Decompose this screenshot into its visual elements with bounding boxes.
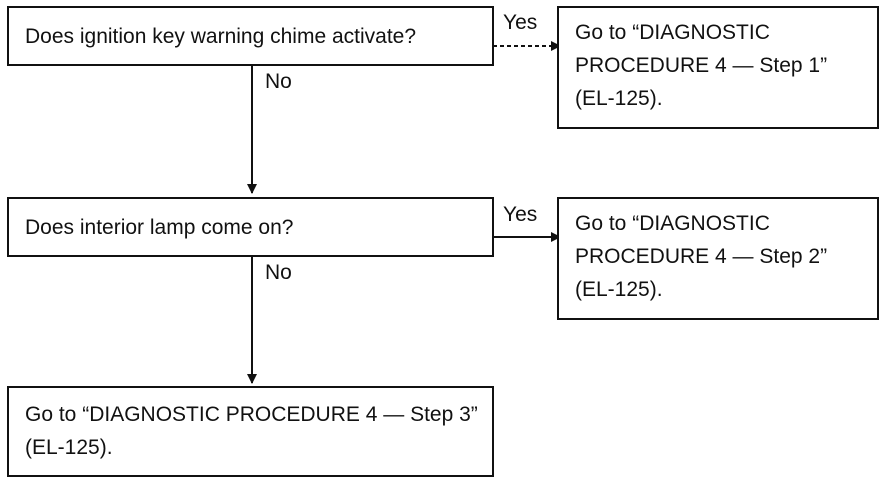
- yes-label-1: Yes: [503, 11, 538, 34]
- result-box-2: Go to “DIAGNOSTIC PROCEDURE 4 — Step 2” …: [557, 197, 879, 320]
- question-2-text: Does interior lamp come on?: [25, 215, 294, 239]
- no-label-2: No: [265, 261, 292, 284]
- question-1-text: Does ignition key warning chime activate…: [25, 24, 417, 48]
- result-box-3: Go to “DIAGNOSTIC PROCEDURE 4 — Step 3” …: [7, 386, 494, 477]
- result-3-text: Go to “DIAGNOSTIC PROCEDURE 4 — Step 3” …: [25, 403, 478, 459]
- question-box-1: Does ignition key warning chime activate…: [7, 6, 494, 66]
- no-label-1: No: [265, 70, 292, 93]
- result-box-1: Go to “DIAGNOSTIC PROCEDURE 4 — Step 1” …: [557, 6, 879, 129]
- result-2-text: Go to “DIAGNOSTIC PROCEDURE 4 — Step 2” …: [575, 212, 828, 301]
- result-1-text: Go to “DIAGNOSTIC PROCEDURE 4 — Step 1” …: [575, 21, 828, 110]
- yes-label-2: Yes: [503, 203, 538, 226]
- question-box-2: Does interior lamp come on?: [7, 197, 494, 257]
